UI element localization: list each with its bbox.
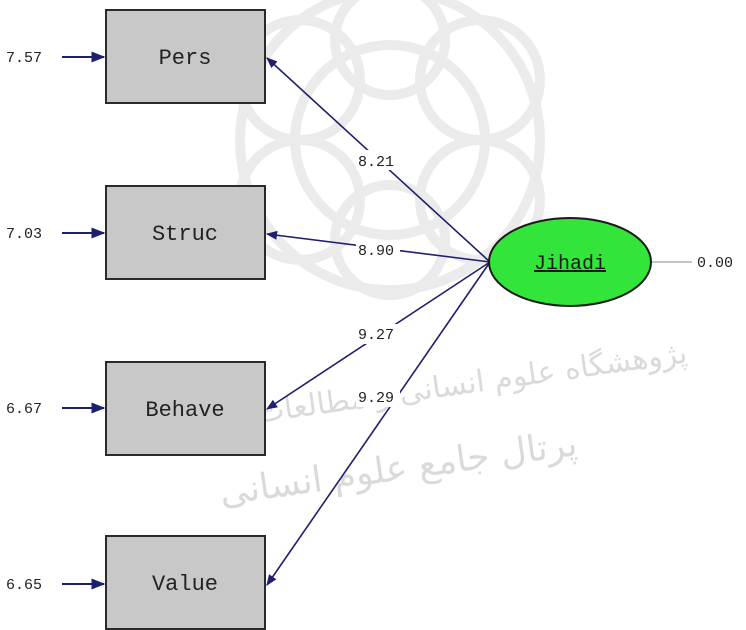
error-behave: 6.67 [6, 401, 42, 418]
loading-label-pers: 8.21 [358, 154, 394, 171]
watermark-line-2: پرتال جامع علوم انسانی [217, 423, 580, 514]
observed-label-behave: Behave [145, 398, 224, 423]
observed-label-value: Value [152, 572, 218, 597]
observed-behave[interactable]: Behave [105, 361, 266, 456]
latent-label: Jihadi [534, 253, 606, 276]
error-struc: 7.03 [6, 226, 42, 243]
error-pers: 7.57 [6, 50, 42, 67]
observed-value[interactable]: Value [105, 535, 266, 630]
observed-struc[interactable]: Struc [105, 185, 266, 280]
observed-label-pers: Pers [159, 46, 212, 71]
observed-label-struc: Struc [152, 222, 218, 247]
observed-pers[interactable]: Pers [105, 9, 266, 104]
loading-label-behave: 9.27 [358, 327, 394, 344]
loading-label-struc: 8.90 [358, 243, 394, 260]
loading-label-value: 9.29 [358, 390, 394, 407]
latent-variance: 0.00 [697, 255, 733, 272]
latent-jihadi[interactable]: Jihadi [488, 217, 652, 307]
error-value: 6.65 [6, 577, 42, 594]
loading-path-value [266, 261, 491, 586]
